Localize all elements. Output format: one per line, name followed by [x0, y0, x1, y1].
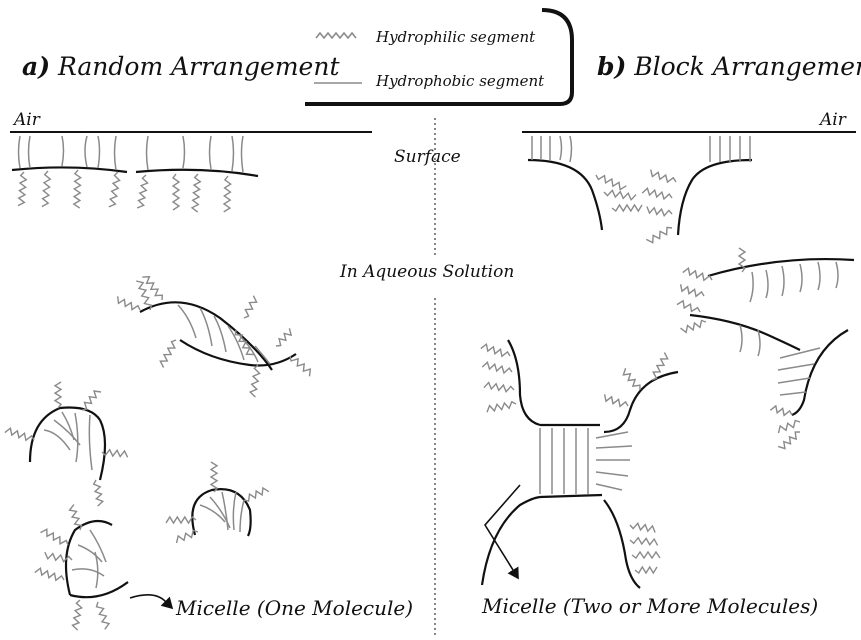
hydrophilic-zigzag [770, 406, 792, 415]
random-surface-molecule-2 [136, 136, 258, 176]
hydrophilic-zigzag [45, 552, 72, 561]
legend-hydrophilic-sample [316, 33, 356, 38]
hydrophilic-zigzag [18, 172, 26, 206]
hydrophilic-zigzag [779, 421, 801, 434]
hydrophilic-zigzag [211, 462, 217, 492]
hydrophilic-zigzag [137, 175, 148, 208]
legend-hydrophobic-label: Hydrophobic segment [376, 72, 544, 90]
hydrophilic-zigzag [42, 171, 50, 207]
panel-a-title-text: Random Arrangement [58, 52, 340, 81]
legend-hydrophilic-label: Hydrophilic segment [376, 28, 535, 46]
micelle-two-molecules-caption: Micelle (Two or More Molecules) [482, 594, 818, 618]
hydrophilic-zigzag [482, 362, 512, 373]
hydrophilic-zigzag [612, 205, 642, 211]
block-surface-molecule-2 [678, 136, 752, 235]
air-label-left: Air [14, 110, 40, 130]
panel-a-title: a) Random Arrangement [22, 52, 340, 81]
hydrophilic-zigzag [677, 301, 700, 312]
hydrophilic-zigzag [778, 432, 800, 449]
aqueous-solution-label: In Aqueous Solution [340, 262, 514, 282]
block-micelle-top [690, 259, 854, 356]
hydrophilic-segments [5, 170, 800, 630]
hydrophilic-zigzag [173, 174, 179, 210]
hydrophilic-zigzag [250, 365, 259, 397]
hydrophilic-zigzag [244, 296, 257, 318]
hydrophilic-zigzag [35, 568, 64, 580]
hydrophilic-zigzag [604, 190, 636, 199]
hydrophilic-zigzag [605, 394, 628, 406]
random-micelle-small-left [30, 408, 105, 481]
hydrophilic-zigzag [596, 175, 626, 190]
hydrophilic-zigzag [646, 227, 672, 242]
hydrophilic-zigzag [290, 356, 310, 376]
hydrophilic-zigzag [118, 296, 140, 310]
hydrophilic-zigzag [5, 428, 34, 440]
hydrophilic-zigzag [630, 538, 658, 546]
hydrophilic-zigzag [487, 402, 516, 413]
hydrophilic-zigzag [642, 188, 672, 199]
hydrophilic-zigzag [681, 284, 704, 296]
hydrophilic-zigzag [160, 340, 176, 368]
hydrophilic-zigzag [82, 391, 101, 410]
block-micelle-cluster [482, 340, 678, 588]
hydrophilic-zigzag [94, 480, 103, 506]
micelle-one-arrow [130, 595, 172, 608]
random-surface-molecule-1 [12, 136, 127, 172]
hydrophilic-zigzag [41, 529, 69, 545]
block-surface-molecule-1 [528, 136, 602, 230]
panel-b-title-text: Block Arrangement [634, 52, 861, 81]
micelle-one-molecule-caption: Micelle (One Molecule) [176, 596, 413, 620]
random-micelle-elongated [140, 302, 296, 370]
hydrophilic-zigzag [244, 488, 269, 501]
hydrophilic-zigzag [192, 174, 200, 212]
surface-label: Surface [394, 147, 461, 167]
random-micelle-small-center [192, 489, 250, 536]
panel-b-letter: b) [597, 52, 626, 81]
hydrophilic-zigzag [74, 170, 81, 208]
air-label-right: Air [820, 110, 846, 130]
hydrophilic-zigzag [683, 268, 712, 280]
hydrophilic-zigzag [632, 552, 660, 558]
panel-a-letter: a) [22, 52, 50, 81]
panel-b-title: b) Block Arrangement [597, 52, 861, 81]
hydrophilic-zigzag [651, 170, 676, 183]
hydrophilic-zigzag [630, 523, 655, 532]
block-micelle-right [778, 330, 848, 415]
hydrophilic-zigzag [647, 207, 672, 216]
random-micelle-small-bottom [66, 521, 128, 597]
micelle-two-arrow [485, 485, 520, 578]
hydrophilic-zigzag [55, 382, 61, 408]
hydrophilic-zigzag [623, 368, 640, 390]
hydrophilic-zigzag [276, 328, 291, 346]
hydrophilic-zigzag [481, 344, 510, 356]
hydrophilic-zigzag [484, 383, 514, 392]
hydrophilic-zigzag [97, 602, 110, 629]
hydrophilic-zigzag [224, 176, 231, 212]
hydrophilic-zigzag [73, 600, 82, 630]
hydrophilic-zigzag [681, 321, 707, 333]
hydrophilic-zigzag [635, 567, 657, 573]
hydrophilic-zigzag [109, 172, 120, 207]
